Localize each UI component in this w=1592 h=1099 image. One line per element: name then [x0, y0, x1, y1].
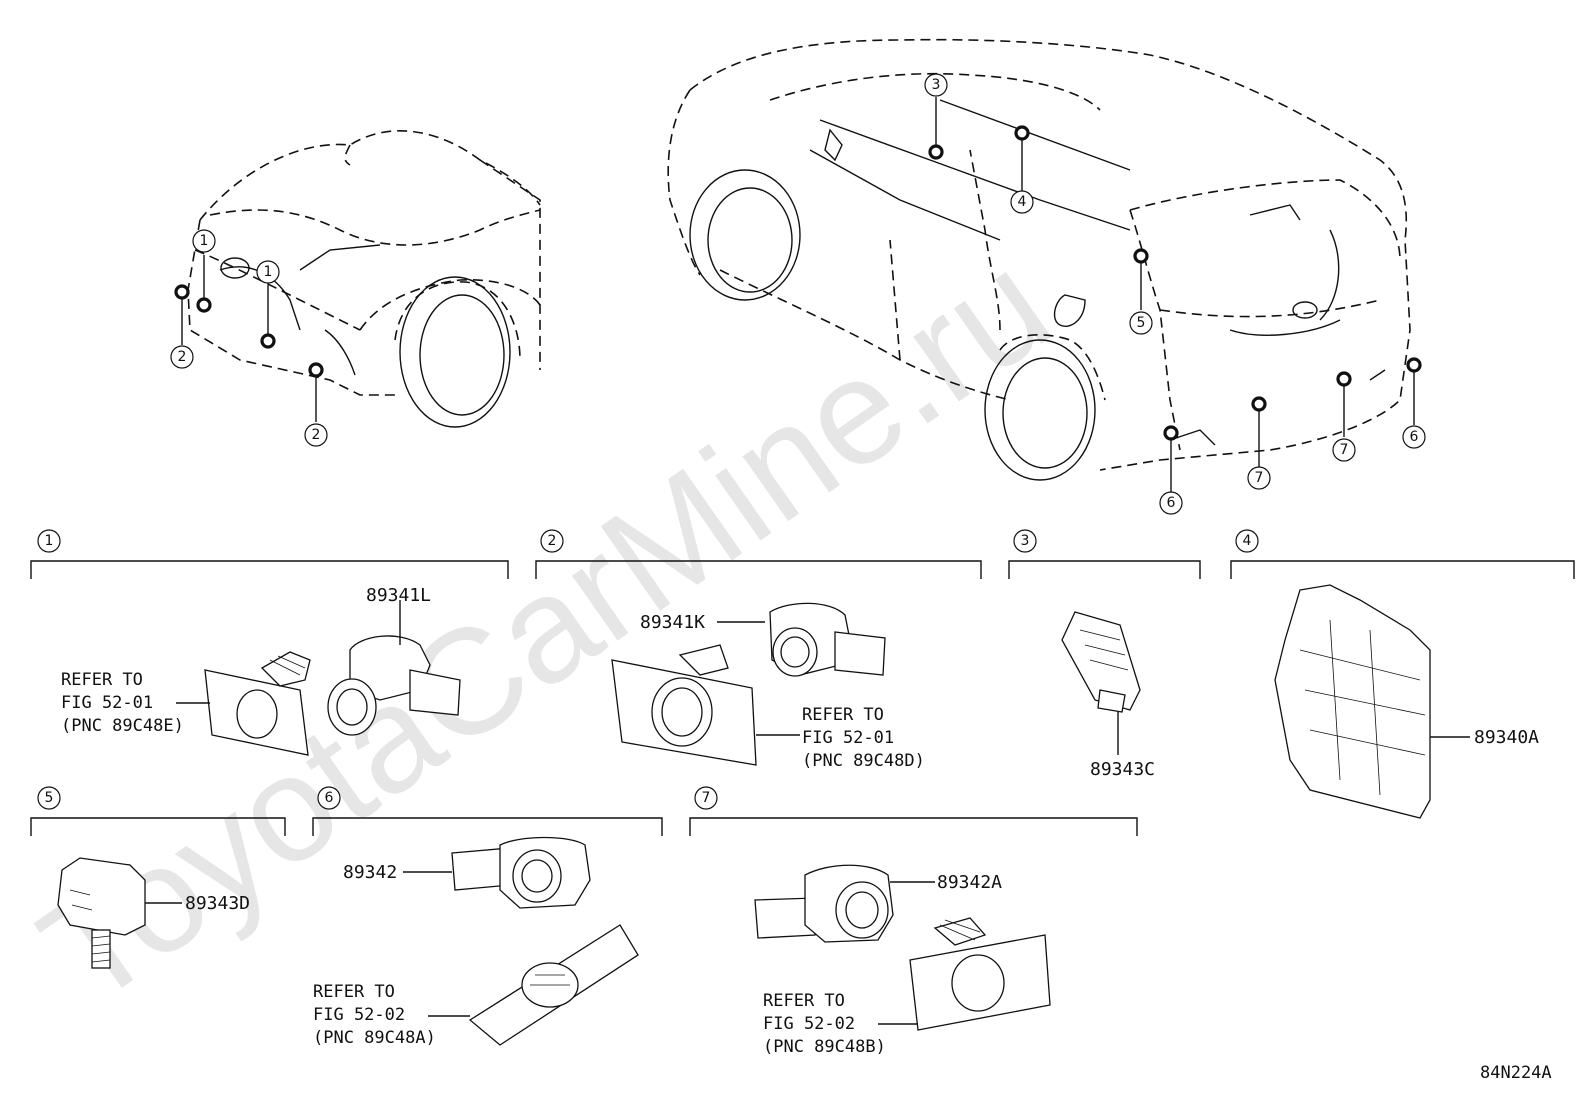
refer-2-line2: FIG 52-01: [802, 728, 894, 748]
refer-6-line3: (PNC 89C48A): [313, 1028, 436, 1048]
section-3-parts: 89343C: [1061, 611, 1155, 780]
svg-text:4: 4: [1018, 194, 1027, 210]
sensor-location-7b: [1336, 371, 1352, 387]
sensor-location-5: [1133, 248, 1149, 264]
section-5-number: 5: [37, 786, 61, 810]
section-4-number: 4: [1235, 529, 1259, 553]
callout-3-top: 3: [924, 73, 948, 97]
section-2-parts: 89341K REFER TO FIG 52-01 (PNC 89C48D): [611, 602, 925, 771]
part-number-89342A: 89342A: [937, 872, 1002, 893]
callout-2-left: 2: [170, 345, 194, 369]
svg-text:3: 3: [1021, 533, 1030, 549]
callout-7-right: 7: [1332, 438, 1356, 462]
svg-text:7: 7: [702, 790, 711, 806]
refer-1-line1: REFER TO: [61, 670, 143, 690]
section-brackets: 1 2 3 4 5 6 7: [30, 529, 1575, 836]
sensor-location-3: [928, 144, 944, 160]
refer-7-line2: FIG 52-02: [763, 1014, 855, 1034]
callout-4-top: 4: [1010, 190, 1034, 214]
callout-7-left: 7: [1247, 466, 1271, 490]
callout-1-top: 1: [192, 229, 216, 253]
section-7-parts: 89342A REFER TO FIG 52-02 (PNC 89C48B): [754, 864, 1051, 1057]
front-callouts: 1 1 2 2: [170, 229, 328, 447]
svg-text:7: 7: [1255, 470, 1264, 486]
svg-text:6: 6: [1167, 495, 1176, 511]
diagram-code: 84N224A: [1480, 1063, 1552, 1083]
svg-text:2: 2: [312, 427, 321, 443]
refer-1-line2: FIG 52-01: [61, 693, 153, 713]
part-number-89343D: 89343D: [185, 893, 250, 914]
svg-text:6: 6: [1410, 429, 1419, 445]
front-vehicle-view: [187, 130, 541, 428]
section-5-parts: 89343D: [57, 857, 250, 969]
part-number-89342: 89342: [343, 862, 397, 883]
section-6-parts: 89342 REFER TO FIG 52-02 (PNC 89C48A): [313, 836, 639, 1048]
refer-2-line1: REFER TO: [802, 705, 884, 725]
svg-text:7: 7: [1340, 442, 1349, 458]
part-number-89343C: 89343C: [1090, 759, 1155, 780]
refer-6-line2: FIG 52-02: [313, 1005, 405, 1025]
refer-2-line3: (PNC 89C48D): [802, 751, 925, 771]
sensor-location-6b: [1406, 357, 1422, 373]
callout-2-bottom: 2: [304, 423, 328, 447]
callout-6-right: 6: [1402, 425, 1426, 449]
section-2-number: 2: [540, 529, 564, 553]
sensor-location-2b: [308, 362, 324, 378]
section-6-number: 6: [317, 786, 341, 810]
section-4-parts: 89340A: [1274, 584, 1539, 819]
refer-6-line1: REFER TO: [313, 982, 395, 1002]
svg-text:1: 1: [264, 264, 273, 280]
svg-text:1: 1: [200, 233, 209, 249]
rear-vehicle-view: [667, 38, 1411, 481]
section-1-parts: 89341L REFER TO FIG 52-01 (PNC 89C48E): [61, 585, 461, 756]
watermark: ToyotaCarMine.ru: [12, 220, 1078, 1037]
part-number-89341K: 89341K: [640, 612, 705, 633]
sensor-location-1b: [260, 333, 276, 349]
sensor-location-6a: [1163, 425, 1179, 441]
svg-text:5: 5: [45, 790, 54, 806]
section-1-number: 1: [37, 529, 61, 553]
refer-1-line3: (PNC 89C48E): [61, 716, 184, 736]
refer-7-line3: (PNC 89C48B): [763, 1037, 886, 1057]
section-7-number: 7: [694, 786, 718, 810]
refer-7-line1: REFER TO: [763, 991, 845, 1011]
part-number-89340A: 89340A: [1474, 727, 1539, 748]
svg-text:6: 6: [325, 790, 334, 806]
sensor-location-1a: [196, 297, 212, 313]
svg-text:5: 5: [1137, 315, 1146, 331]
sensor-location-2a: [174, 284, 190, 300]
svg-text:1: 1: [45, 533, 54, 549]
svg-text:2: 2: [548, 533, 557, 549]
callout-5-top: 5: [1129, 311, 1153, 335]
sensor-location-4: [1014, 125, 1030, 141]
svg-text:2: 2: [178, 349, 187, 365]
callout-6-left: 6: [1159, 491, 1183, 515]
rear-callouts: 3 4 5 6 6 7 7: [924, 73, 1426, 515]
callout-1-mid: 1: [256, 260, 280, 284]
section-3-number: 3: [1013, 529, 1037, 553]
svg-text:3: 3: [932, 77, 941, 93]
svg-text:4: 4: [1243, 533, 1252, 549]
part-number-89341L: 89341L: [366, 585, 431, 606]
sensor-location-7a: [1251, 396, 1267, 412]
